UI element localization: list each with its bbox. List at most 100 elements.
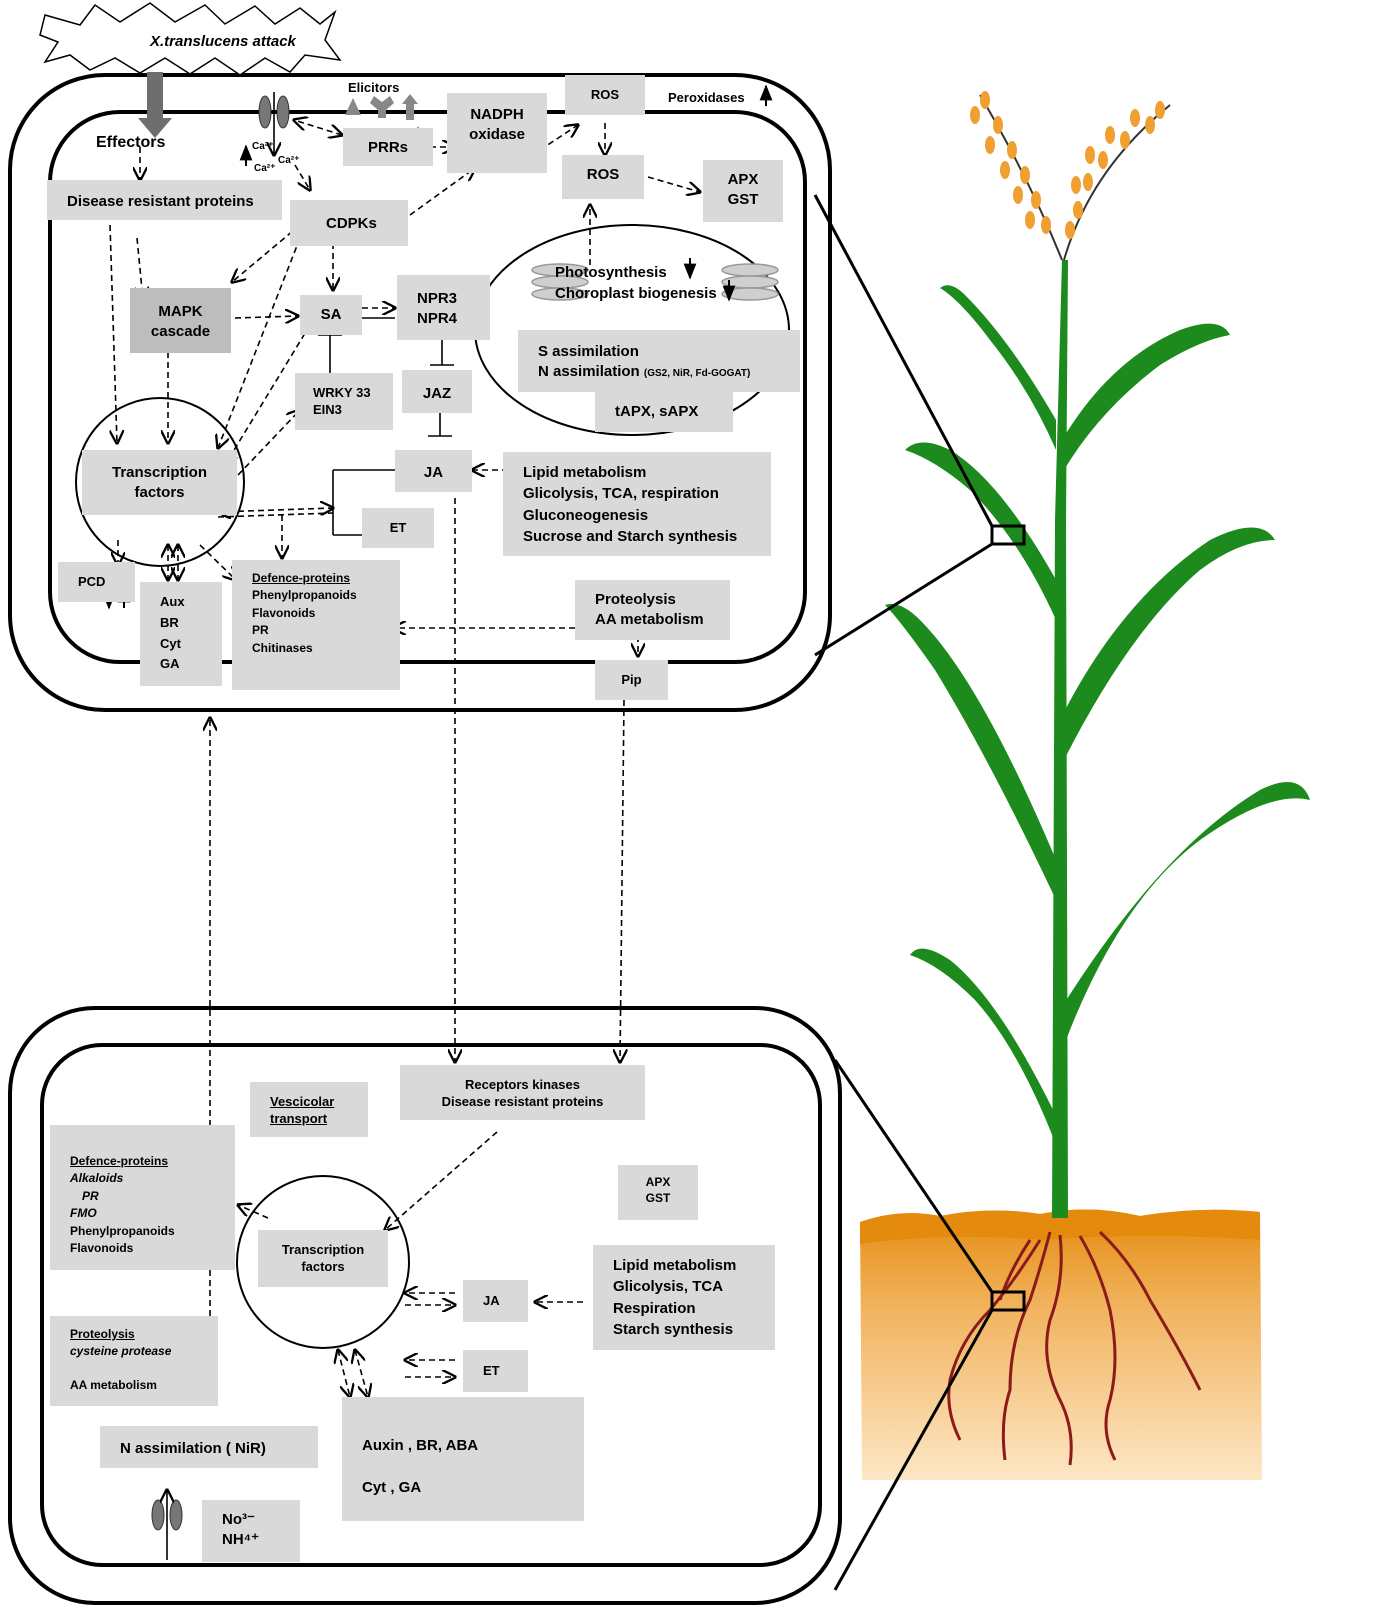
- sa-label: SA: [320, 306, 342, 323]
- nitrate-box: No³⁻ NH⁴⁺: [202, 1500, 300, 1562]
- mapk-label: MAPK: [158, 303, 203, 320]
- cdpks-box: CDPKs: [290, 200, 408, 246]
- glycolysis-label: Glicolysis, TCA, respiration: [523, 485, 719, 503]
- root-proteolysis-label: Proteolysis: [70, 1327, 135, 1341]
- root-cell: [8, 1006, 842, 1605]
- root-flavonoids: Flavonoids: [70, 1240, 134, 1255]
- auxin-label: Auxin , BR, ABA: [362, 1437, 479, 1454]
- ca-label-1: Ca²⁺: [252, 141, 274, 152]
- thylakoid-stacks: [531, 263, 779, 301]
- stem: [1052, 260, 1068, 1218]
- gst-label: GST: [727, 190, 759, 208]
- root-lipid-label: Lipid metabolism: [613, 1257, 737, 1274]
- lipid-label: Lipid metabolism: [523, 464, 647, 481]
- leaf-tf-label: Transcription: [111, 464, 208, 481]
- disease-resistant-label: Disease resistant proteins: [67, 193, 254, 210]
- alkaloids-label: Alkaloids: [70, 1171, 124, 1186]
- peroxidases-label: Peroxidases: [668, 90, 745, 105]
- leaves: [885, 285, 1310, 1150]
- leaf-cell-membrane: [48, 110, 807, 664]
- ros-top-label: ROS: [590, 87, 620, 102]
- root-respiration-label: Respiration: [613, 1299, 696, 1317]
- br-label: BR: [160, 614, 179, 630]
- cyt-ga-label: Cyt , GA: [362, 1479, 422, 1496]
- ca-label-2: Ca²⁺: [254, 163, 276, 174]
- cyt-label: Cyt: [160, 635, 181, 651]
- leaf-aa-label: AA metabolism: [595, 610, 704, 628]
- leaf-cell: [8, 2, 832, 712]
- root-glycolysis-label: Glicolysis, TCA: [613, 1278, 724, 1296]
- leaf-ja-label: JA: [423, 464, 444, 481]
- gluconeogenesis-label: Gluconeogenesis: [523, 506, 649, 524]
- root-n-assim-box: N assimilation ( NiR): [100, 1426, 318, 1468]
- pip-box: Pip: [595, 660, 668, 700]
- no3-label: No³⁻: [222, 1511, 255, 1528]
- tapx-label: tAPX, sAPX: [615, 403, 699, 420]
- root-n-assim-label: N assimilation ( NiR): [120, 1440, 266, 1457]
- nadph-label: NADPH: [470, 106, 524, 123]
- leaf-ja-box: JA: [395, 450, 472, 492]
- root-hormone-box: Auxin , BR, ABA Cyt , GA: [342, 1397, 584, 1521]
- leaf-nucleus: [75, 397, 245, 567]
- root-zoom-marker: [990, 1290, 1026, 1312]
- cdpks-label: CDPKs: [326, 215, 377, 232]
- apx-gst-box: APX GST: [703, 160, 783, 222]
- root-starch-label: Starch synthesis: [613, 1320, 734, 1338]
- oxidase-label: oxidase: [469, 125, 525, 143]
- fmo-label: FMO: [70, 1206, 97, 1221]
- root-cell-wall: [8, 1006, 842, 1605]
- ros-top-box: ROS: [565, 75, 645, 115]
- root-et-box: ET: [463, 1350, 528, 1392]
- sa-box: SA: [300, 295, 362, 335]
- ga-label: GA: [160, 656, 180, 672]
- nadph-oxidase-box: NADPH oxidase: [447, 93, 547, 173]
- n-assimilation-label: N assimilation: [538, 362, 640, 380]
- grains: [970, 91, 1165, 239]
- roots: [947, 1230, 1202, 1466]
- prrs-box: PRRs: [343, 128, 433, 166]
- root-phenylpropanoids: Phenylpropanoids: [70, 1223, 175, 1238]
- transport-label: transport: [270, 1110, 328, 1126]
- tapx-box: tAPX, sAPX: [595, 392, 733, 432]
- jaz-box: JAZ: [402, 370, 472, 413]
- attack-burst: [39, 2, 342, 76]
- leaf-zoom-marker: [990, 524, 1026, 546]
- n-assimilation-detail: (GS2, NiR, Fd-GOGAT): [643, 367, 751, 379]
- pcd-label: PCD: [78, 574, 106, 589]
- jaz-label: JAZ: [422, 385, 452, 402]
- root-pr-label: PR: [82, 1188, 99, 1203]
- chloroplast-biogenesis-label: Choroplast biogenesis: [555, 285, 717, 302]
- effectors-label: Effectors: [96, 134, 166, 151]
- leaf-chitinases: Chitinases: [252, 640, 313, 655]
- aux-label: Aux: [160, 594, 185, 609]
- pcd-box: PCD: [58, 562, 135, 602]
- s-assimilation-label: S assimilation: [538, 343, 639, 360]
- root-nucleus: [236, 1175, 410, 1349]
- plant-illustration: [813, 91, 1310, 1591]
- root-arrows: [238, 1131, 583, 1397]
- leaf-arrows: [109, 120, 700, 1316]
- ein3-label: EIN3: [313, 401, 342, 417]
- root-gst-label: GST: [645, 1190, 671, 1205]
- root-defence-title: Defence-proteins: [70, 1154, 169, 1168]
- disease-resistant-box: Disease resistant proteins: [47, 180, 282, 220]
- npr3-label: NPR3: [417, 290, 458, 307]
- assimilation-box: S assimilation N assimilation (GS2, NiR, …: [518, 330, 800, 392]
- apx-label: APX: [727, 171, 759, 188]
- leaf-pr: PR: [252, 623, 269, 638]
- ros-box: ROS: [562, 155, 644, 199]
- sucrose-label: Sucrose and Starch synthesis: [523, 527, 738, 545]
- nh4-label: NH⁴⁺: [222, 1530, 260, 1548]
- root-ja-label: JA: [483, 1293, 500, 1308]
- root-et-label: ET: [483, 1363, 500, 1378]
